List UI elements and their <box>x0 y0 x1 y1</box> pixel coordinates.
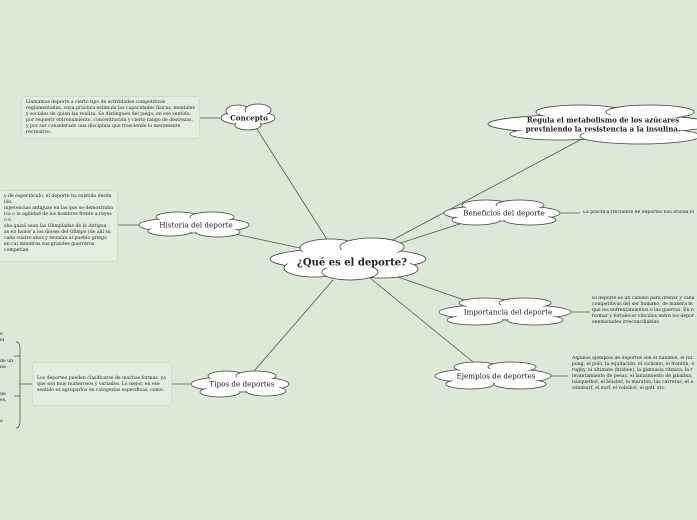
beneficios-description: La práctica frecuente de deportes nos br… <box>583 210 695 215</box>
tipos-label: Tipos de deportes <box>209 379 275 389</box>
fragment: es, <box>0 398 7 403</box>
cloud-ejemplos[interactable] <box>434 361 552 390</box>
connector-tipos <box>247 279 334 379</box>
tipos-description: Los deportes pueden clasificarse de much… <box>32 362 172 406</box>
cloud-central[interactable] <box>269 237 427 281</box>
ejemplos-description: Algunos ejemplos de deportes son el hánd… <box>572 356 695 391</box>
connector-importancia <box>394 275 471 303</box>
connector-ejemplos <box>369 277 479 367</box>
fragment: de un <box>0 359 14 364</box>
fragment: a <box>0 419 3 424</box>
fragment: el <box>0 338 5 343</box>
cloud-metabolismo[interactable] <box>487 104 697 145</box>
cloud-historia[interactable] <box>138 211 250 238</box>
beneficios-label: Beneficios del deporte <box>463 208 545 218</box>
fragment: e <box>0 332 3 337</box>
importancia-description: El deporte es un camino para drenar y ca… <box>592 296 695 325</box>
clouds <box>138 103 697 398</box>
concepto-label: Concepto <box>230 113 268 123</box>
connector-historia <box>229 232 301 249</box>
central-topic-label: ¿Qué es el deporte? <box>297 257 407 269</box>
connector-concepto <box>254 125 336 253</box>
bracket <box>15 341 21 429</box>
historia-label: Historia del deporte <box>159 220 233 230</box>
cloud-concepto[interactable] <box>220 103 276 131</box>
fragment: ne <box>0 365 6 370</box>
connector-metabolismo <box>369 138 583 253</box>
cloud-tipos[interactable] <box>190 370 290 398</box>
ejemplos-label: Ejemplos de deportes <box>456 371 536 381</box>
importancia-label: Importancia del deporte <box>463 307 553 317</box>
fragment: de <box>0 392 6 397</box>
historia-description: y de espectáculo, el deporte ha existido… <box>0 190 118 262</box>
concepto-description: Llamamos deporte a cierto tipo de activi… <box>21 96 200 139</box>
metabolismo-label: Regula el metabolismo de los azúcares pr… <box>525 115 681 133</box>
cloud-beneficios[interactable] <box>443 199 561 226</box>
cloud-importancia[interactable] <box>438 297 572 326</box>
